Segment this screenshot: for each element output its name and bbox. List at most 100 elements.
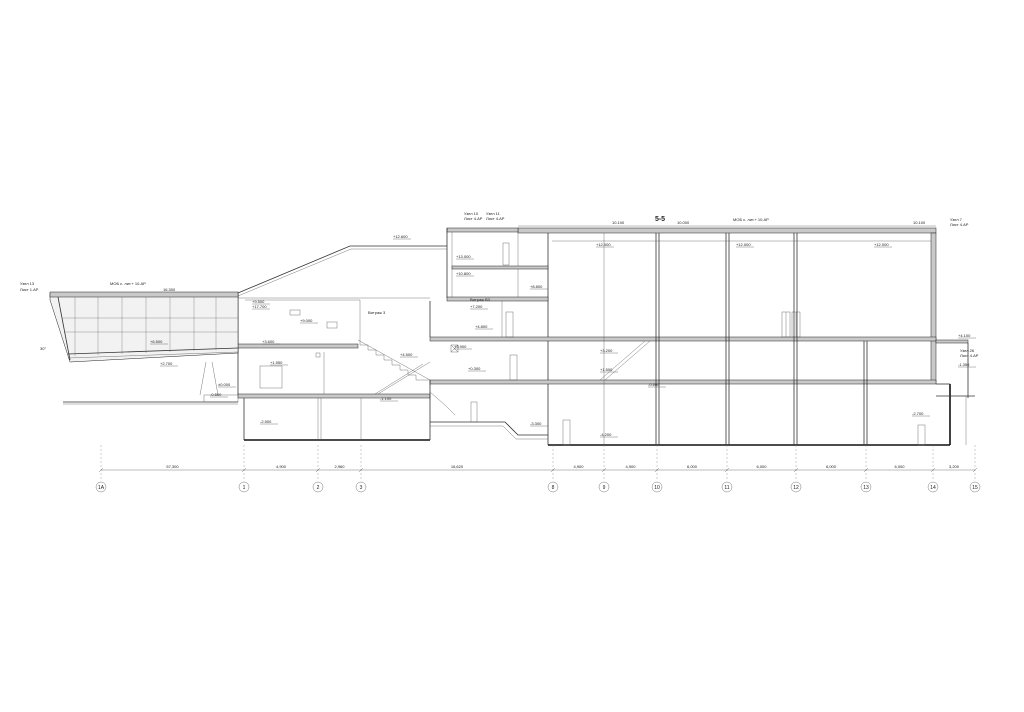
grid-bubble-7 xyxy=(721,481,733,493)
callout-labels: Узел 10 Лист 4.АР Узел 11 Лист 4.АР Узел… xyxy=(368,211,979,358)
dimension-tick-7 xyxy=(724,467,730,473)
grid-span-8: 6,000 xyxy=(826,464,837,469)
dimension-tick-8 xyxy=(793,467,799,473)
right-wall xyxy=(930,232,937,384)
elevation-mark-27: +3.200 xyxy=(600,348,613,353)
grid-span-2: 2,960 xyxy=(334,464,345,469)
elevation-mark-0: +12.600 xyxy=(393,234,408,239)
elevation-mark-17: +8.800 xyxy=(530,284,543,289)
elevation-mark-26: +12.000 xyxy=(874,242,889,247)
grid-bubble-5 xyxy=(598,481,610,493)
callout-10: Лист 4.АР xyxy=(960,353,979,358)
elevation-mark-30: +4.100 xyxy=(958,333,971,338)
grid-span-4: 4,900 xyxy=(573,464,584,469)
grid-span-6: 6,000 xyxy=(687,464,698,469)
angle-label: 30° xyxy=(40,346,46,351)
callout-9: Узел 26 xyxy=(960,348,975,353)
dimension-tick-11 xyxy=(972,467,978,473)
grid-dimensions: 57,300 4,900 2,960 16,620 4,900 4,900 6,000 6,0… xyxy=(98,464,978,473)
dimension-tick-2 xyxy=(315,467,321,473)
main-block xyxy=(429,225,951,446)
main-roof-slab xyxy=(517,227,937,234)
grid-label-0: 1А xyxy=(98,485,105,491)
section-title: 5-5 xyxy=(655,216,665,223)
grid-span-0: 57,300 xyxy=(166,464,179,469)
callout-3: Узел 11 xyxy=(486,211,501,216)
elevation-mark-3: +9.000 xyxy=(300,318,313,323)
elevation-mark-1: +17.700 xyxy=(252,304,267,309)
grid-span-10: 3,200 xyxy=(949,464,960,469)
dimension-tick-9 xyxy=(863,467,869,473)
callout-1: Узел 10 xyxy=(464,211,479,216)
grid-span-7: 6,000 xyxy=(756,464,767,469)
grid-span-3: 16,620 xyxy=(451,464,464,469)
grid-label-10: 14 xyxy=(930,485,936,491)
grid-label-8: 12 xyxy=(793,485,799,491)
grid-label-2: 2 xyxy=(317,485,320,491)
grid-bubble-8 xyxy=(790,481,802,493)
roof-label-3: МОБ с. лит.+ 10.АР xyxy=(733,217,769,222)
elevation-mark-2: +9.500 xyxy=(252,299,265,304)
callout-7: Витраж 3 xyxy=(368,310,386,315)
grid-bubble-0 xyxy=(95,481,107,493)
dimension-tick-1 xyxy=(241,467,247,473)
canopy-node-label: Узел 13 xyxy=(20,281,35,286)
elevation-mark-18: +7.200 xyxy=(470,304,483,309)
grid-span-9: 6,000 xyxy=(894,464,905,469)
elevation-mark-23: -0.600 xyxy=(648,382,660,387)
elevation-mark-7: +2.700 xyxy=(160,361,173,366)
grid-label-6: 10 xyxy=(654,485,660,491)
floor-slab-1 xyxy=(429,379,937,385)
roof-label-1: 10.100 xyxy=(612,220,625,225)
elevation-mark-22: +1.500 xyxy=(600,367,613,372)
dimension-tick-4 xyxy=(550,467,556,473)
middle-block xyxy=(237,245,548,441)
right-annex xyxy=(935,339,975,445)
dimension-tick-6 xyxy=(654,467,660,473)
roof-labels: 10.100 10.000 МОБ с. лит.+ 10.АР 10.100 xyxy=(612,217,926,225)
grid-bubble-6 xyxy=(651,481,663,493)
elevation-mark-8: +1.950 xyxy=(270,360,283,365)
dimension-tick-3 xyxy=(358,467,364,473)
elevation-mark-24: +12.000 xyxy=(596,242,611,247)
elevation-mark-14: -4.200 xyxy=(600,432,612,437)
roof-label-2: 10.000 xyxy=(677,220,690,225)
canopy-labels: МОБ с. лит.+ 10.АР 16.300 Узел 13 Лист 1… xyxy=(20,281,176,351)
grid-label-11: 15 xyxy=(972,485,978,491)
elevation-mark-4: +6.500 xyxy=(150,339,163,344)
grid-bubble-3 xyxy=(355,481,367,493)
grid-label-7: 11 xyxy=(724,485,729,491)
floor-slab-2 xyxy=(429,336,937,342)
elevation-mark-6: +3.600 xyxy=(262,339,275,344)
grid-bubble-2 xyxy=(312,481,324,493)
grid-bubble-10 xyxy=(927,481,939,493)
elevation-mark-29: -1.350 xyxy=(958,362,970,367)
elevation-mark-16: +10.800 xyxy=(456,271,471,276)
elevation-mark-11: -1.100 xyxy=(380,396,392,401)
grid-label-4: 8 xyxy=(552,485,555,491)
grid-label-5: 9 xyxy=(603,485,606,491)
grid-bubble-9 xyxy=(860,481,872,493)
canopy-glazing xyxy=(62,297,238,356)
elevation-mark-12: -2.500 xyxy=(260,419,272,424)
tower-block xyxy=(429,227,549,381)
grid-label-3: 3 xyxy=(360,485,363,491)
elevation-mark-10: -0.500 xyxy=(210,392,222,397)
elevation-marks: +12.600+17.700+9.500+9.000+6.500+4.500+3… xyxy=(150,234,976,438)
elevation-mark-19: +4.800 xyxy=(475,324,488,329)
callout-4: Лист 4.АР xyxy=(486,216,505,221)
grid-span-1: 4,900 xyxy=(276,464,287,469)
left-canopy xyxy=(49,291,239,405)
canopy-label-2: 16.300 xyxy=(163,287,176,292)
roof-label-4: 10.100 xyxy=(913,220,926,225)
elevation-mark-20: +3.900 xyxy=(454,344,467,349)
canopy-sheet-label: Лист 1.АР xyxy=(20,287,39,292)
grid-span-5: 4,900 xyxy=(625,464,636,469)
canopy-label-1: МОБ с. лит.+ 10.АР xyxy=(110,281,146,286)
callout-2: Лист 4.АР xyxy=(464,216,483,221)
grid-bubble-1 xyxy=(238,481,250,493)
grid-bubble-4 xyxy=(547,481,559,493)
grid-label-9: 13 xyxy=(863,485,869,491)
